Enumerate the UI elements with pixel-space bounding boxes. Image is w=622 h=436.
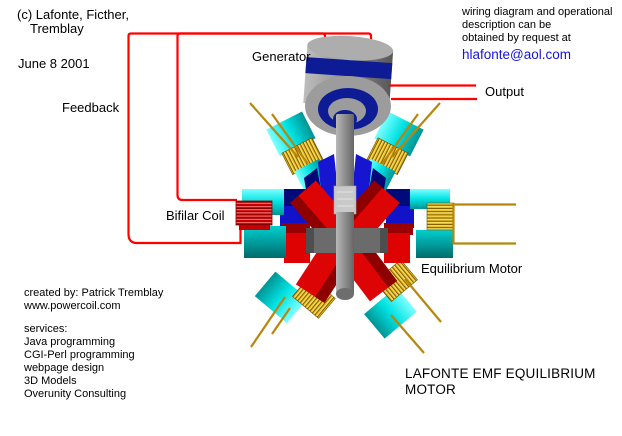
copyright-text: (c) Lafonte, Ficther, Tremblay: [17, 8, 129, 36]
services-block: services: Java programming CGI-Perl prog…: [24, 323, 135, 401]
bifilar-coil-graphic: [235, 200, 273, 230]
service-item: webpage design: [24, 362, 105, 374]
email-link[interactable]: hlafonte@aol.com: [462, 47, 572, 62]
date-text: June 8 2001: [18, 56, 90, 71]
service-item: Java programming: [24, 336, 116, 348]
caption-line1: LAFONTE EMF EQUILIBRIUM: [405, 366, 596, 381]
right-pickup-coil-graphic: [426, 202, 455, 231]
right-stator-blocks: [410, 189, 453, 258]
service-item: CGI-Perl programming: [24, 349, 135, 361]
credits-website: www.powercoil.com: [24, 300, 121, 312]
right-pole-block: [384, 223, 413, 263]
equilibrium-motor-graphic: [235, 35, 455, 339]
feedback-wire: [127, 32, 373, 245]
diagram-caption: LAFONTE EMF EQUILIBRIUM MOTOR: [405, 366, 596, 398]
bifilar-coil-label: Bifilar Coil: [166, 208, 225, 223]
output-wire: [389, 84, 477, 101]
service-item: Overunity Consulting: [24, 388, 127, 400]
credits-block: created by: Patrick Tremblay www.powerco…: [24, 287, 163, 313]
copyright-line1: (c) Lafonte, Ficther,: [17, 7, 129, 22]
request-note-line3: obtained by request at: [462, 32, 571, 44]
caption-line2: MOTOR: [405, 382, 456, 397]
equilibrium-motor-label: Equilibrium Motor: [421, 261, 523, 276]
generator-label: Generator: [252, 49, 311, 64]
sense-wires: [249, 102, 516, 354]
generator-graphic: [303, 35, 394, 136]
shaft-graphic: [333, 114, 357, 300]
request-note: wiring diagram and operational descripti…: [462, 6, 612, 45]
service-item: 3D Models: [24, 375, 77, 387]
output-label: Output: [485, 84, 525, 99]
credits-created-by: created by: Patrick Tremblay: [24, 287, 164, 299]
services-heading: services:: [24, 323, 68, 335]
copyright-line2: Tremblay: [30, 21, 84, 36]
left-pole-block: [281, 223, 310, 263]
request-note-line1: wiring diagram and operational: [462, 6, 613, 18]
feedback-label: Feedback: [62, 100, 120, 115]
request-note-line2: description can be: [462, 19, 552, 31]
